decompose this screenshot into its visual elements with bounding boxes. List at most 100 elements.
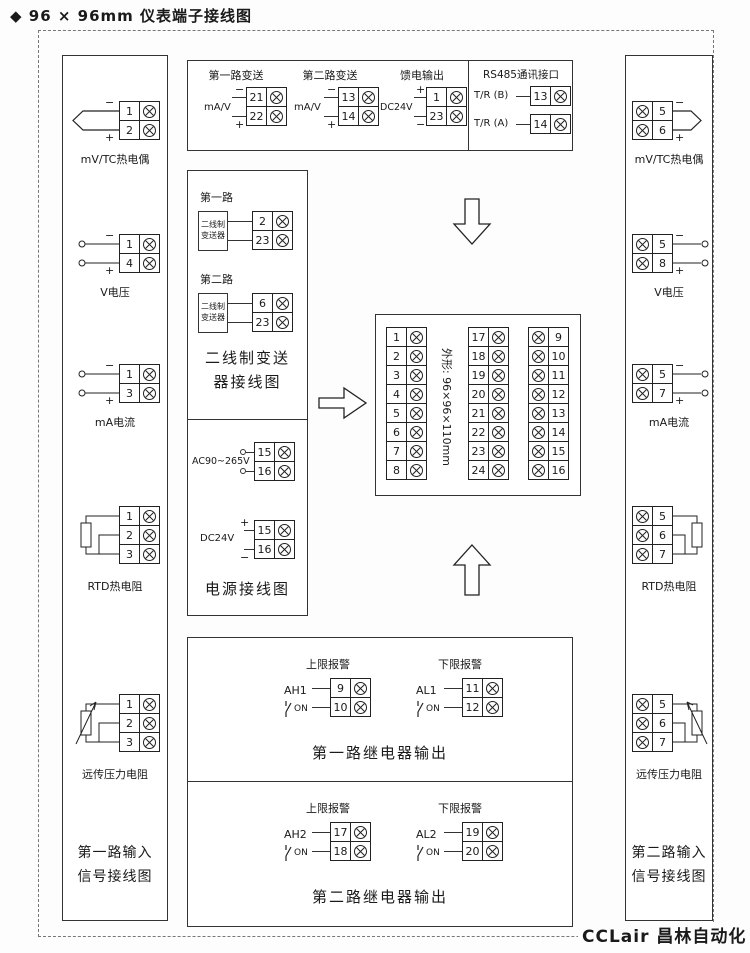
input-block-current: 5 7 − + xyxy=(626,360,712,406)
input-block-label: V电压 xyxy=(100,286,130,299)
voltage-leads-icon xyxy=(78,240,119,267)
alarm-label: 下限报警 xyxy=(438,802,482,815)
terminal-screw xyxy=(406,441,427,461)
terminal: 1 xyxy=(119,234,160,254)
terminal: 1 xyxy=(119,506,160,526)
wire xyxy=(228,303,252,304)
terminal-number: 9 xyxy=(548,327,569,347)
wire xyxy=(324,97,338,98)
terminal-number: 16 xyxy=(254,539,275,559)
terminal-number: 1 xyxy=(426,87,447,107)
input-block-label: mA电流 xyxy=(94,416,136,429)
terminal: 6 xyxy=(252,293,293,313)
terminal-screw xyxy=(446,106,467,126)
terminal-number: 8 xyxy=(386,460,407,480)
alarm-label: 下限报警 xyxy=(438,658,482,671)
terminal: 23 xyxy=(468,441,509,461)
terminal-screw xyxy=(274,520,295,540)
terminal: 2 xyxy=(252,211,293,231)
screw-icon xyxy=(278,445,291,459)
screw-icon xyxy=(143,509,156,523)
terminal: 19 xyxy=(462,822,503,842)
arrow-up-icon xyxy=(452,544,492,596)
voltage-leads-icon xyxy=(673,240,709,267)
group-title: 第二路 xyxy=(200,273,233,286)
terminal: 23 xyxy=(426,106,467,126)
terminal-number: 4 xyxy=(386,384,407,404)
terminal: 13 xyxy=(528,403,569,423)
screw-icon xyxy=(486,844,499,858)
wire-node xyxy=(240,449,246,455)
terminal-number: 9 xyxy=(330,678,351,698)
terminal-stack: 2 23 xyxy=(252,211,293,250)
terminal: 24 xyxy=(468,460,509,480)
screw-icon xyxy=(143,528,156,542)
potentiometer-icon xyxy=(75,701,119,745)
potentiometer-icon xyxy=(673,701,708,745)
terminal-screw xyxy=(139,234,160,254)
terminal: 21 xyxy=(246,87,287,107)
terminal: 3 xyxy=(119,544,160,564)
section-divider xyxy=(468,61,469,150)
switch-state: ON xyxy=(426,704,440,714)
terminal-screw xyxy=(274,442,295,462)
screw-icon xyxy=(354,844,367,858)
screw-icon xyxy=(636,528,649,542)
terminal-screw xyxy=(139,253,160,273)
screw-icon xyxy=(532,463,545,477)
wire xyxy=(232,97,246,98)
terminal-screw xyxy=(528,460,549,480)
terminal-screw xyxy=(632,544,653,564)
terminal-number: 13 xyxy=(548,403,569,423)
wire xyxy=(244,530,254,531)
terminal-screw xyxy=(406,346,427,366)
terminal-number: 6 xyxy=(652,525,673,545)
terminal: 6 xyxy=(386,422,427,442)
terminal-screw xyxy=(528,365,549,385)
box-caption: 第二路继电器输出 xyxy=(311,888,448,906)
terminal-screw xyxy=(139,383,160,403)
terminal-number: 20 xyxy=(468,384,489,404)
terminal-number: 23 xyxy=(468,441,489,461)
terminal-number: 13 xyxy=(338,87,359,107)
terminal-screw xyxy=(139,120,160,140)
switch-state: ON xyxy=(294,704,308,714)
screw-icon xyxy=(636,256,649,270)
screw-icon xyxy=(410,425,423,439)
section-title: 馈电输出 xyxy=(400,69,444,82)
switch-icon xyxy=(285,701,292,717)
terminal: 17 xyxy=(330,822,371,842)
relay-output-box-2: 上限报警 AH2 ON 17 18 下限报警 AL2 ON 19 20 第二路继… xyxy=(187,781,573,927)
arrow-down-icon xyxy=(452,198,492,245)
screw-icon xyxy=(486,825,499,839)
wire xyxy=(414,116,426,117)
terminal: 7 xyxy=(632,732,673,752)
terminal-number: 5 xyxy=(652,364,673,384)
box-caption: 二线制变送 xyxy=(204,349,290,367)
screw-icon xyxy=(636,123,649,137)
terminal-stack: 5 7 xyxy=(632,364,673,403)
terminal-number: 16 xyxy=(254,461,275,481)
relay-tag: AL2 xyxy=(416,828,437,841)
screw-icon xyxy=(532,330,545,344)
terminal-stack: 6 23 xyxy=(252,293,293,332)
thermocouple-icon xyxy=(673,110,702,131)
page-title: ◆ 96 × 96mm 仪表端子接线图 xyxy=(10,7,253,25)
input-block-label: 远传压力电阻 xyxy=(82,768,148,781)
terminal: 13 xyxy=(338,87,379,107)
terminal-screw xyxy=(274,461,295,481)
rs485-line-label: T/R (B) xyxy=(474,90,509,101)
wire xyxy=(246,452,254,453)
terminal-number: 13 xyxy=(530,86,551,106)
terminal-screw xyxy=(632,364,653,384)
switch-icon xyxy=(285,845,292,861)
relay-contact: ON xyxy=(412,700,440,718)
panel-caption: 信号接线图 xyxy=(631,869,707,885)
polarity-sign: − xyxy=(240,551,250,564)
box-caption: 电源接线图 xyxy=(204,580,290,598)
terminal-number: 7 xyxy=(386,441,407,461)
terminal-number: 2 xyxy=(386,346,407,366)
terminal-stack: 11 12 xyxy=(462,678,503,717)
terminal-number: 19 xyxy=(468,365,489,385)
terminal: 3 xyxy=(119,383,160,403)
